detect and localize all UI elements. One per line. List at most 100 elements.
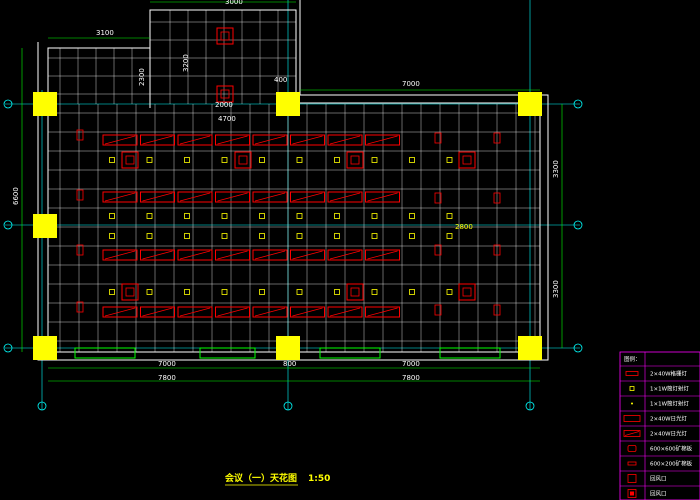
legend-symbol-thin	[627, 461, 637, 466]
downlight	[371, 233, 378, 239]
legend-symbol-square	[629, 386, 635, 391]
fluorescent-light-slash	[329, 250, 361, 260]
fluorescent-light-slash	[142, 135, 173, 145]
fluorescent-light	[327, 191, 363, 203]
legend-symbol-rect	[623, 415, 641, 422]
legend-label: 1×1W筒灯射灯	[650, 385, 690, 393]
downlight	[221, 157, 228, 163]
downlight	[371, 289, 378, 295]
legend-label: 600×200矿棉板	[650, 460, 693, 468]
return-air-vent	[458, 283, 476, 301]
fluorescent-light-slash	[329, 192, 361, 202]
downlight	[334, 289, 340, 295]
fluorescent-light	[365, 191, 400, 203]
downlight	[221, 233, 228, 239]
downlight	[446, 233, 453, 239]
fluorescent-light	[177, 134, 213, 146]
dim-total-right: 7800	[402, 374, 420, 382]
return-air-vent-inner	[462, 155, 472, 165]
spot-light	[434, 132, 442, 144]
downlight	[296, 233, 303, 239]
fluorescent-light	[140, 249, 175, 261]
fluorescent-light	[290, 306, 325, 318]
fluorescent-light-slash	[179, 135, 211, 145]
fluorescent-light-rows	[102, 134, 400, 318]
downlight	[184, 289, 190, 295]
spot-light	[493, 304, 501, 316]
downlight	[296, 213, 303, 219]
fluorescent-light	[365, 306, 400, 318]
fluorescent-light	[252, 191, 288, 203]
downlight	[259, 289, 265, 295]
fluorescent-light	[365, 249, 400, 261]
legend-label: 回风口	[650, 491, 667, 498]
fluorescent-light-slash	[104, 307, 136, 317]
return-air-vent	[346, 283, 364, 301]
legend-label: 回风口	[650, 476, 667, 483]
fluorescent-light-slash	[329, 135, 361, 145]
downlight	[184, 233, 190, 239]
fluorescent-light-slash	[292, 307, 323, 317]
legend-symbol-slash	[624, 431, 640, 436]
dim-center-note: 2800	[455, 223, 473, 231]
return-air-vent	[216, 85, 234, 103]
return-air-vent-inner	[350, 155, 360, 165]
spot-light	[493, 192, 501, 204]
spot-light	[76, 244, 84, 256]
legend-header: 图例：	[624, 355, 641, 363]
spot-light	[493, 132, 501, 144]
downlight	[109, 233, 115, 239]
fluorescent-light	[290, 249, 325, 261]
fluorescent-light-slash	[142, 192, 173, 202]
fluorescent-light	[140, 134, 175, 146]
downlight	[221, 289, 228, 295]
fluorescent-light-slash	[179, 250, 211, 260]
spot-light	[434, 304, 442, 316]
fluorescent-light	[177, 249, 213, 261]
downlight	[409, 233, 415, 239]
fluorescent-light	[327, 249, 363, 261]
fluorescent-light	[215, 249, 250, 261]
return-air-vent	[216, 27, 234, 45]
fluorescent-light-slash	[367, 192, 398, 202]
fluorescent-light	[252, 249, 288, 261]
fluorescent-light-slash	[254, 250, 286, 260]
downlight	[146, 213, 153, 219]
downlight	[221, 213, 228, 219]
legend-label: 2×40W格栅灯	[650, 370, 688, 378]
dim-bottom-mid: 800	[283, 360, 296, 368]
dim-right-lower: 3300	[552, 280, 560, 298]
fluorescent-light-slash	[179, 307, 211, 317]
legend-symbol-dot	[631, 402, 633, 405]
dim-total-left: 7800	[158, 374, 176, 382]
windows	[74, 347, 501, 359]
dim-right-upper: 3300	[552, 160, 560, 178]
fluorescent-light	[215, 134, 250, 146]
return-air-vent	[121, 151, 139, 169]
fluorescent-light-slash	[217, 250, 248, 260]
legend-symbol-vent-outer	[627, 489, 637, 498]
downlight	[146, 233, 153, 239]
fluorescent-light-slash	[292, 250, 323, 260]
downlight	[109, 157, 115, 163]
downlight	[184, 157, 190, 163]
fluorescent-light-slash	[254, 135, 286, 145]
fluorescent-light	[177, 191, 213, 203]
downlight	[146, 157, 153, 163]
fluorescent-light	[215, 306, 250, 318]
fluorescent-light	[365, 134, 400, 146]
fluorescent-light	[327, 306, 363, 318]
fluorescent-light	[140, 306, 175, 318]
downlight	[334, 213, 340, 219]
downlight	[409, 157, 415, 163]
legend-symbol-vent	[627, 474, 637, 483]
downlight	[259, 213, 265, 219]
fluorescent-light-slash	[329, 307, 361, 317]
fluorescent-light-slash	[142, 250, 173, 260]
downlight	[296, 157, 303, 163]
fluorescent-light-slash	[142, 307, 173, 317]
return-air-vent-inner	[125, 155, 135, 165]
dimension-lines	[21, 1, 563, 382]
